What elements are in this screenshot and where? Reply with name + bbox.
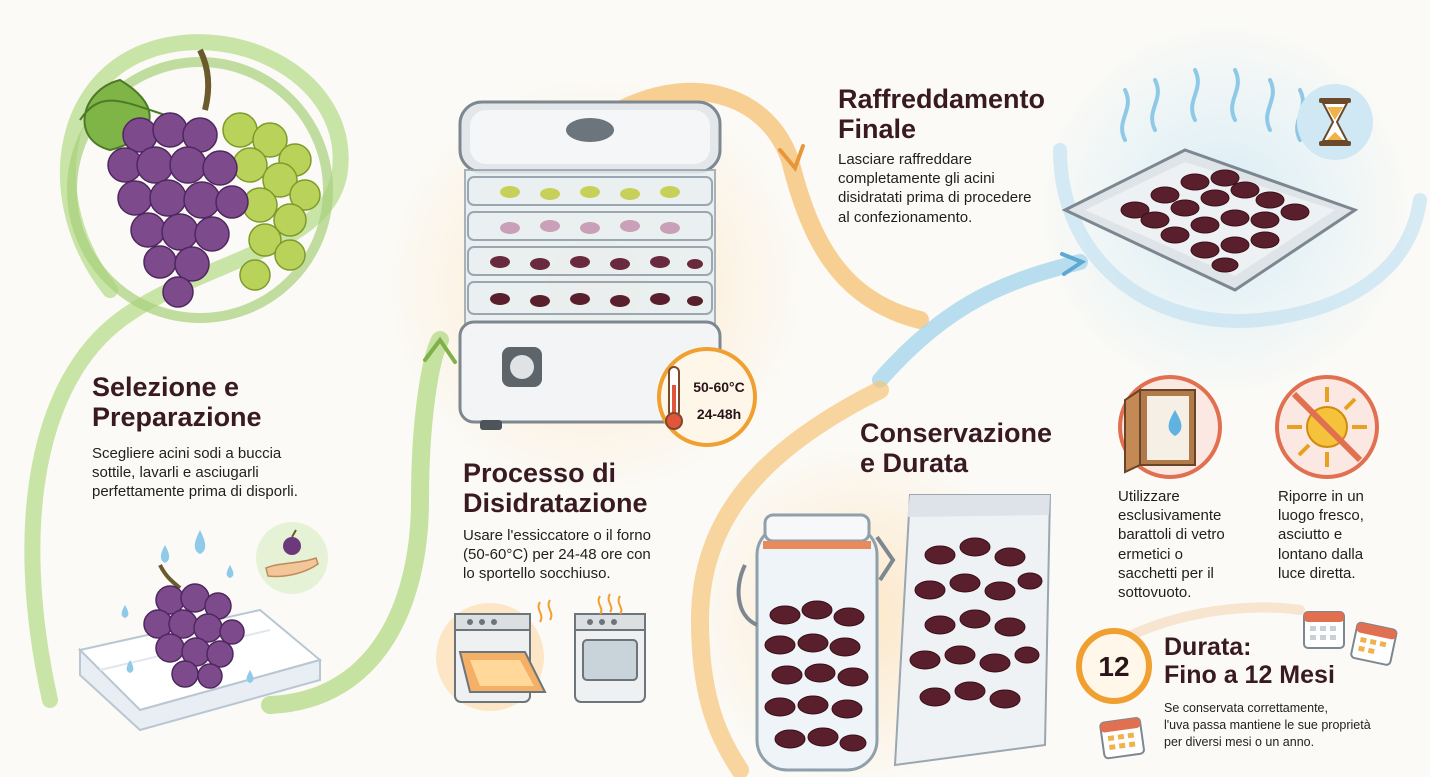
cooling-title: Raffreddamento Finale [838, 84, 1046, 145]
selection-title: Selezione e Preparazione [92, 372, 262, 433]
cooling-description: Lasciare raffreddare completamente gli a… [838, 151, 1032, 226]
no-sun-badge [1275, 375, 1379, 479]
temperature-label: 50-60°C [693, 379, 745, 395]
cooling-tray-illustration [1061, 68, 1359, 292]
water-drop-icon [121, 530, 254, 683]
hourglass-icon [1297, 84, 1373, 160]
storage-illustration [736, 494, 1052, 772]
dehydrator-illustration [458, 100, 722, 430]
raisins-icon [1120, 169, 1310, 273]
oven-icon [454, 613, 547, 703]
grapes-icon [67, 48, 333, 323]
duration-badge-number: 12 [1098, 651, 1129, 682]
oven-closed-icon [574, 613, 646, 703]
duration-badge: 12 [1076, 628, 1152, 704]
grapes-illustration [67, 48, 333, 323]
dehydration-title: Processo di Disidratazione [463, 458, 648, 519]
hand-grape-icon [256, 522, 328, 594]
place-tip: Riporre in un luogo fresco, asciutto e l… [1278, 488, 1364, 582]
washing-illustration [78, 530, 323, 732]
jar-icon [736, 513, 896, 772]
container-tip: Utilizzare esclusivamente barattoli di v… [1118, 488, 1225, 601]
oven-illustration [436, 593, 646, 711]
no-sun-icon [1287, 387, 1367, 467]
calendar-icon [1303, 611, 1345, 649]
washed-grapes-icon [143, 564, 245, 689]
vacuum-bag-icon [893, 494, 1052, 767]
thermometer-icon [665, 366, 683, 430]
temperature-badge: 50-60°C 24-48h [657, 347, 757, 447]
storage-title: Conservazione e Durata [860, 418, 1053, 479]
selection-description: Scegliere acini sodi a buccia sottile, l… [92, 445, 298, 501]
cupboard-icon [1124, 388, 1196, 474]
duration-description: Se conservata correttamente, l'uva passa… [1164, 701, 1371, 749]
dehydrator-icon [458, 100, 722, 430]
calendar-icon [1350, 621, 1398, 666]
dehydration-description: Usare l'essiccatore o il forno (50-60°C)… [463, 527, 651, 583]
calendar-icon [1099, 717, 1145, 760]
time-label: 24-48h [697, 406, 741, 422]
steam-icon [1120, 68, 1305, 142]
cupboard-badge [1118, 375, 1222, 479]
duration-title: Durata: Fino a 12 Mesi [1164, 633, 1335, 689]
